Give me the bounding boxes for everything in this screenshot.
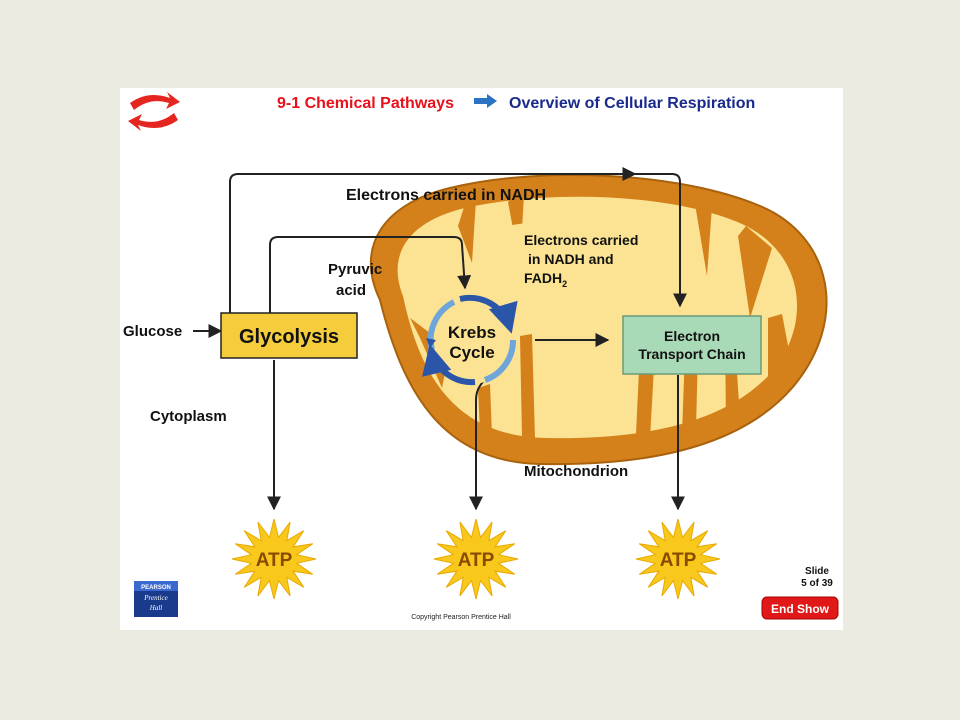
logo-text-line2: Prentice	[143, 594, 167, 602]
end-show-label: End Show	[771, 602, 830, 616]
back-nav-icon[interactable]	[130, 92, 180, 110]
logo-text-line3: Hall	[149, 604, 163, 612]
electrons-fadh-label-line1: Electrons carried	[524, 232, 638, 248]
slide-counter-line1: Slide	[805, 566, 829, 577]
slide: 9-1 Chemical Pathways Overview of Cellul…	[120, 88, 843, 630]
cytoplasm-label: Cytoplasm	[150, 408, 227, 425]
atp-label: ATP	[660, 550, 697, 571]
pearson-logo: PEARSON Prentice Hall	[134, 581, 178, 617]
copyright-text: Copyright Pearson Prentice Hall	[411, 614, 511, 621]
pyruvic-label-line1: Pyruvic	[328, 261, 382, 278]
glycolysis-label: Glycolysis	[239, 326, 339, 348]
electrons-fadh-label-line2: in NADH and	[528, 251, 614, 267]
mitochondrion-label: Mitochondrion	[524, 463, 628, 480]
atp-star-glycolysis: ATP	[231, 518, 317, 600]
page-title: Overview of Cellular Respiration	[509, 95, 755, 112]
starburst-shape	[635, 518, 721, 600]
glycolysis-box: Glycolysis	[220, 312, 358, 359]
respiration-diagram: 9-1 Chemical Pathways Overview of Cellul…	[123, 92, 839, 621]
flow-arrows	[193, 167, 687, 511]
forward-nav-icon[interactable]	[128, 113, 178, 131]
glucose-label: Glucose	[123, 323, 182, 340]
atp-label: ATP	[256, 550, 293, 571]
section-title: 9-1 Chemical Pathways	[277, 95, 454, 112]
starburst-shape	[231, 518, 317, 600]
pyruvic-label-line2: acid	[336, 282, 366, 299]
electrons-fadh-label-line3: FADH2	[524, 270, 567, 289]
etc-box: Electron Transport Chain	[622, 315, 762, 375]
atp-stars: ATP ATP ATP	[231, 518, 721, 600]
krebs-label-line1: Krebs	[448, 323, 496, 342]
starburst-shape	[433, 518, 519, 600]
etc-label-line1: Electron	[664, 328, 720, 344]
end-show-button[interactable]: End Show	[761, 596, 839, 620]
atp-star-krebs: ATP	[433, 518, 519, 600]
electrons-nadh-label: Electrons carried in NADH	[346, 187, 546, 204]
atp-star-etc: ATP	[635, 518, 721, 600]
atp-label: ATP	[458, 550, 495, 571]
slide-counter-line2: 5 of 39	[801, 578, 833, 589]
krebs-label-line2: Cycle	[449, 343, 494, 362]
etc-label-line2: Transport Chain	[638, 346, 745, 362]
header-arrow-icon	[474, 94, 497, 108]
krebs-cycle: Krebs Cycle	[422, 294, 518, 386]
logo-text-line1: PEARSON	[141, 585, 171, 591]
